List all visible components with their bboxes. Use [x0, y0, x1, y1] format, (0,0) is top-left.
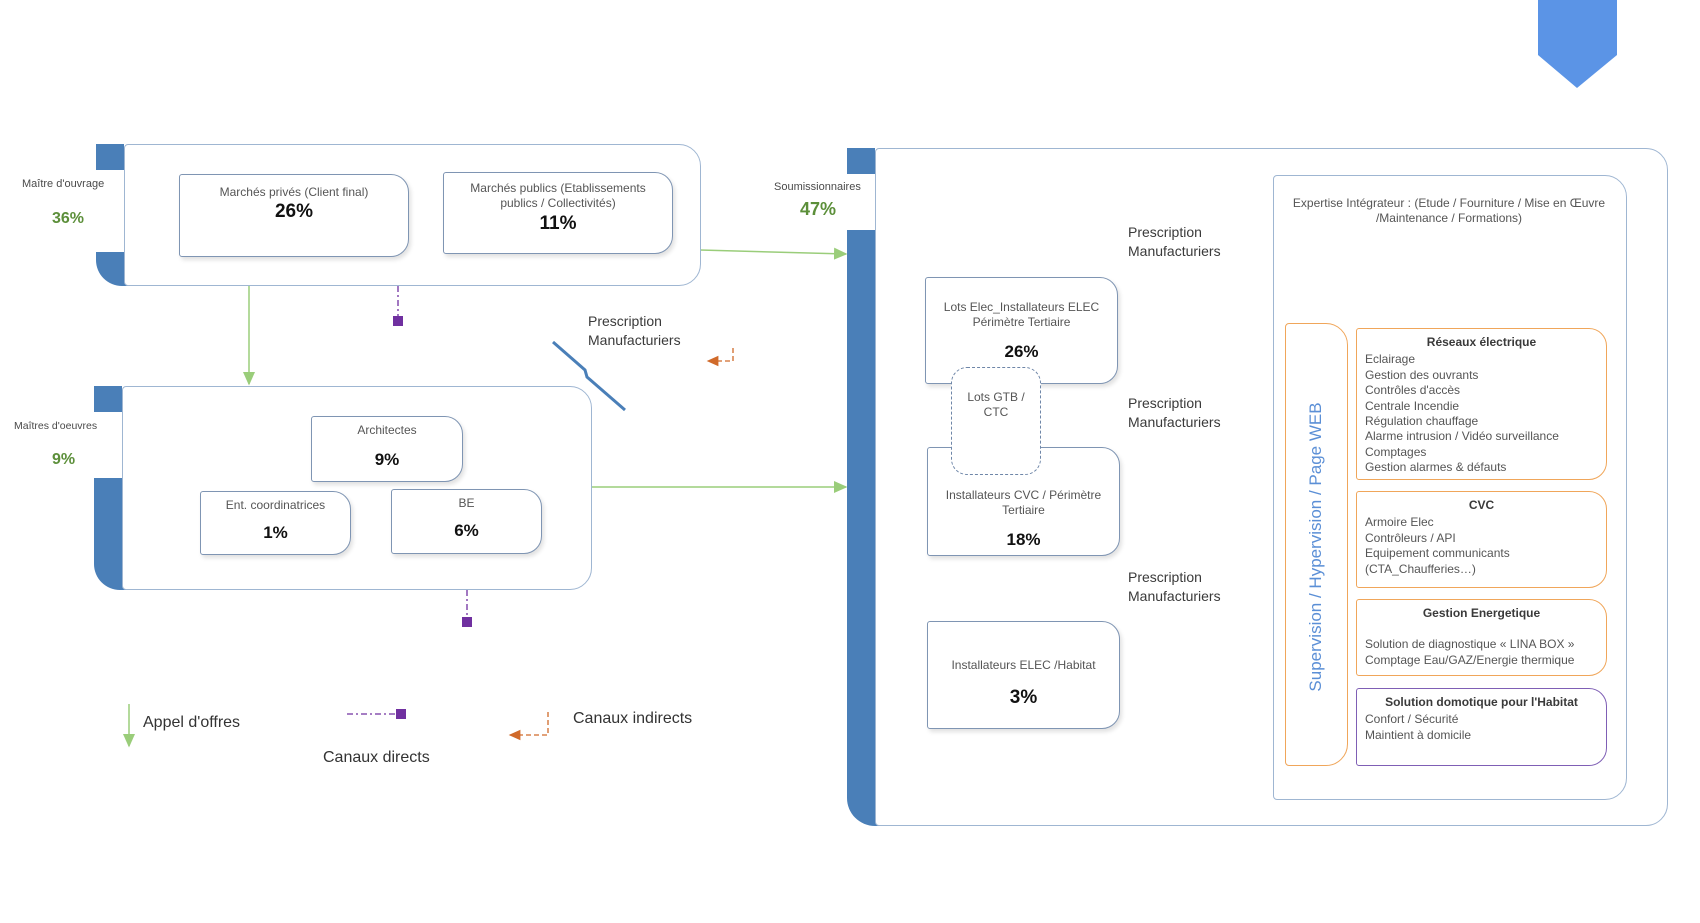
- list-item: Confort / Sécurité: [1365, 712, 1459, 727]
- prescription-right-1: Prescription Manufacturiers: [1128, 224, 1221, 259]
- card-cvc: CVC Armoire Elec Contrôleurs / API Equip…: [1356, 491, 1607, 588]
- lots-elec-label: Lots Elec_Installateurs ELEC Périmètre T…: [943, 300, 1100, 329]
- coordinatrices-box: Ent. coordinatrices 1%: [200, 491, 351, 555]
- supervision-label: Supervision / Hypervision / Page WEB: [1306, 402, 1325, 692]
- marches-publics-pct: 11%: [539, 213, 577, 234]
- marches-prives-label: Marchés privés (Client final): [219, 185, 369, 199]
- lots-elec-box: Lots Elec_Installateurs ELEC Périmètre T…: [925, 277, 1118, 384]
- tab-maitres-oeuvres-top: [94, 386, 122, 412]
- list-item: Contrôles d'accès: [1365, 383, 1461, 398]
- soumissionnaires-share: 47%: [800, 199, 837, 219]
- be-pct: 6%: [454, 521, 479, 540]
- lots-gtb-label: Lots GTB / CTC: [967, 390, 1025, 419]
- list-item: [1365, 623, 1598, 637]
- list-item: Régulation chauffage: [1365, 414, 1479, 429]
- tab-soumissionnaires-top: [847, 148, 875, 174]
- integrator-title: Expertise Intégrateur : (Etude / Fournit…: [1292, 196, 1606, 225]
- marches-prives-box: Marchés privés (Client final) 26%: [179, 174, 409, 257]
- list-item: Alarme intrusion / Vidéo surveillance: [1365, 429, 1559, 444]
- marches-publics-label: Marchés publics (Etablissements publics …: [470, 181, 646, 210]
- maitre-ouvrage-label: Maître d'ouvrage: [22, 178, 105, 190]
- maitres-oeuvres-share: 9%: [52, 451, 76, 468]
- be-label: BE: [458, 496, 475, 510]
- prescription-middle: Prescription Manufacturiers: [588, 313, 681, 348]
- ribbon-marker: [1538, 0, 1617, 88]
- coordinatrices-label: Ent. coordinatrices: [225, 498, 326, 512]
- card-domotique-habitat: Solution domotique pour l'Habitat Confor…: [1356, 688, 1607, 766]
- card-gestion-energetique: Gestion Energetique Solution de diagnost…: [1356, 599, 1607, 676]
- architectes-box: Architectes 9%: [311, 416, 463, 482]
- lots-elec-pct: 26%: [1004, 342, 1039, 361]
- appel-arrow-top-right: [699, 247, 848, 260]
- habitat-box: Installateurs ELEC /Habitat 3%: [927, 621, 1120, 729]
- marches-publics-box: Marchés publics (Etablissements publics …: [443, 172, 673, 254]
- supervision-band: [1285, 323, 1348, 766]
- card-reseaux-title: Réseaux électrique: [1426, 335, 1537, 349]
- list-item: Gestion des ouvrants: [1365, 367, 1479, 382]
- list-item: Centrale Incendie: [1365, 398, 1460, 413]
- lots-gtb-box: Lots GTB / CTC: [951, 367, 1041, 475]
- architectes-label: Architectes: [357, 423, 417, 437]
- maitre-ouvrage-share: 36%: [52, 210, 85, 227]
- card-reseaux-electrique: Réseaux électrique Eclairage Gestion des…: [1356, 328, 1607, 480]
- coordinatrices-pct: 1%: [263, 523, 288, 542]
- list-item: Maintient à domicile: [1365, 727, 1472, 742]
- list-item: Contrôleurs / API: [1365, 530, 1456, 545]
- legend-canaux-directs: Canaux directs: [323, 749, 430, 766]
- marches-prives-pct: 26%: [274, 201, 314, 222]
- tab-maitre-ouvrage-top: [96, 144, 124, 170]
- prescription-right-2: Prescription Manufacturiers: [1128, 395, 1221, 430]
- maitres-oeuvres-label: Maîtres d'oeuvres: [14, 420, 98, 432]
- architectes-pct: 9%: [374, 450, 400, 469]
- list-item: Comptage Eau/GAZ/Energie thermique: [1365, 652, 1575, 667]
- card-domotique-title: Solution domotique pour l'Habitat: [1385, 695, 1578, 709]
- list-item: Eclairage: [1365, 352, 1416, 367]
- habitat-pct: 3%: [1009, 687, 1038, 708]
- prescription-right-3: Prescription Manufacturiers: [1128, 569, 1221, 604]
- card-gestion-title: Gestion Energetique: [1422, 606, 1541, 620]
- list-item: Gestion alarmes & défauts: [1365, 460, 1507, 475]
- list-item: Armoire Elec: [1365, 515, 1434, 530]
- legend-appel-offres: Appel d'offres: [143, 714, 241, 731]
- be-box: BE 6%: [391, 489, 542, 554]
- cvc-label: Installateurs CVC / Périmètre Tertiaire: [945, 488, 1102, 517]
- list-item: Solution de diagnostique « LINA BOX »: [1365, 637, 1575, 652]
- habitat-label: Installateurs ELEC /Habitat: [951, 658, 1096, 672]
- card-cvc-title: CVC: [1468, 498, 1495, 512]
- list-item: Equipement communicants: [1365, 546, 1510, 561]
- list-item: Comptages: [1365, 444, 1427, 459]
- soumissionnaires-label: Soumissionnaires: [774, 181, 861, 193]
- cvc-pct: 18%: [1006, 530, 1041, 549]
- list-item: (CTA_Chaufferies…): [1365, 561, 1476, 576]
- legend-canaux-indirects: Canaux indirects: [573, 710, 693, 727]
